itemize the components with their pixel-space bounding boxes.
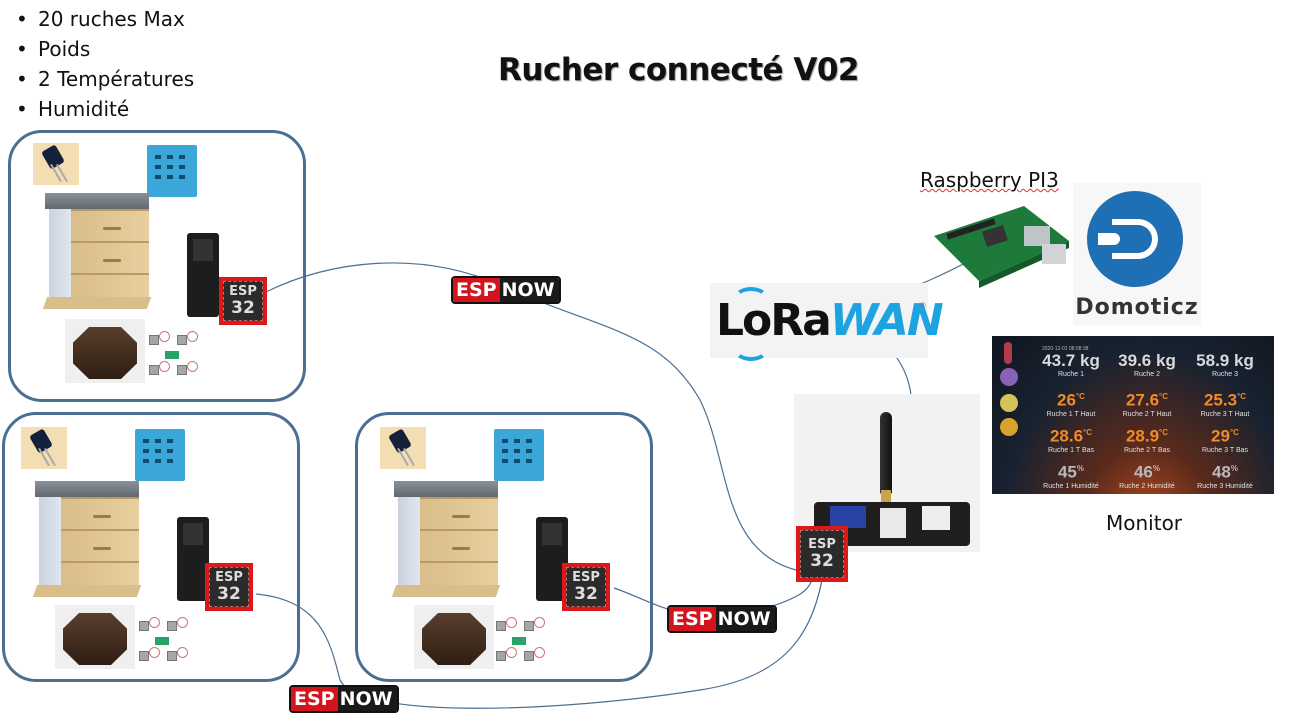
wire-hive1-gateway [265, 262, 797, 571]
raspberry-label: Raspberry PI3 [920, 168, 1059, 192]
humidity-sensor-icon [147, 145, 197, 197]
antenna-icon [880, 412, 892, 494]
lora-gateway-board [794, 394, 980, 552]
raspberry-pi-icon [934, 206, 1069, 288]
monitor-timestamp: 2020-12-01 08:08:38 [1042, 346, 1089, 352]
beehive-icon [42, 193, 152, 309]
feature-item: •Humidité [16, 97, 130, 121]
feature-item: •2 Températures [16, 67, 195, 91]
feature-text: Poids [38, 37, 91, 61]
load-cells-icon [492, 615, 548, 667]
feature-text: Humidité [38, 97, 130, 121]
feature-text: 2 Températures [38, 67, 195, 91]
monitor-label: Monitor [1106, 511, 1183, 535]
temperature-sensor-icon [21, 427, 67, 469]
domoticz-text: Domoticz [1075, 295, 1199, 320]
humidity-cell: 48%Ruche 3 Humidité [1197, 462, 1253, 490]
temperature-sensor-icon [380, 427, 426, 469]
humidity-sensor-icon [494, 429, 544, 481]
key-icon [1000, 418, 1018, 436]
wire-hive2-gateway [255, 579, 823, 709]
feature-text: 20 ruches Max [38, 7, 185, 31]
esp32-devboard-icon [187, 233, 219, 317]
thermometer-icon [1004, 342, 1012, 364]
lorawan-logo: LoRaWAN ® [710, 283, 944, 361]
plant-icon [1000, 368, 1018, 386]
beehive-icon [32, 481, 142, 597]
lorawan-lo-text: LoRa [716, 295, 832, 346]
load-cells-icon [135, 615, 191, 667]
lightbulb-icon [1000, 394, 1018, 412]
weight-icon [55, 605, 135, 669]
feature-item: •Poids [16, 37, 91, 61]
humidity-sensor-icon [135, 429, 185, 481]
temperature-sensor-icon [33, 143, 79, 185]
weight-icon [65, 319, 145, 383]
esp32-devboard-icon [177, 517, 209, 601]
humidity-cell: 45%Ruche 1 Humidité [1043, 462, 1099, 490]
lorawan-wan-text: WAN [829, 295, 944, 346]
feature-item: •20 ruches Max [16, 7, 185, 31]
oled-display-icon [830, 506, 866, 528]
load-cells-icon [145, 329, 201, 381]
feature-list: •20 ruches Max •Poids •2 Températures •H… [14, 4, 194, 124]
diagram-title: Rucher connecté V02 [498, 52, 859, 88]
beehive-icon [391, 481, 501, 597]
domoticz-logo: Domoticz [1073, 183, 1201, 325]
humidity-cell: 46%Ruche 2 Humidité [1119, 462, 1175, 490]
weight-icon [414, 605, 494, 669]
